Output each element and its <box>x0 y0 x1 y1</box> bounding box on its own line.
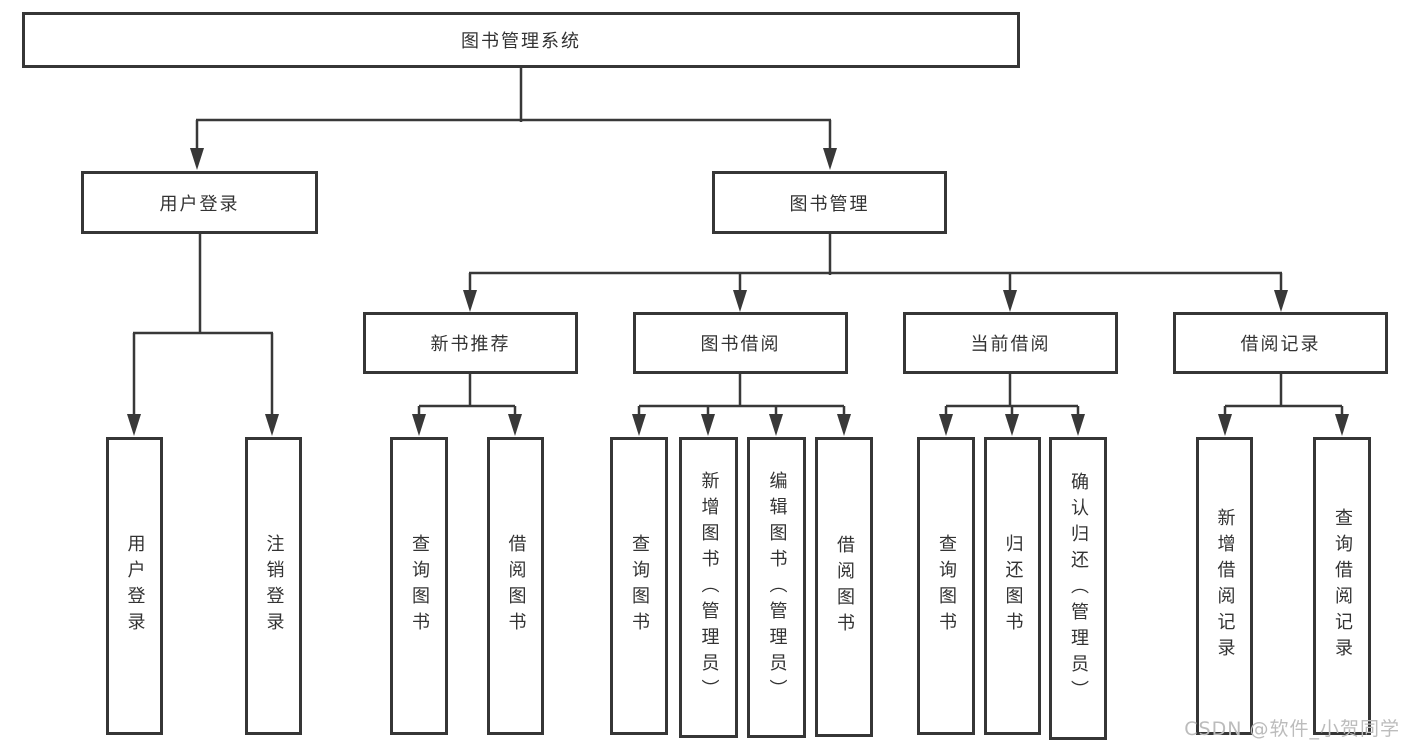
node-root-label: 图书管理系统 <box>461 31 581 52</box>
leaf-label: 编辑图书（管理员） <box>766 470 788 705</box>
arrowhead <box>190 148 204 170</box>
leaf-borrow-books-2: 借阅图书 <box>815 437 873 737</box>
leaf-label: 注销登录 <box>263 534 285 638</box>
csdn-watermark: CSDN @软件_小贺同学 <box>1184 718 1400 740</box>
arrowhead <box>1335 414 1349 436</box>
arrowhead <box>412 414 426 436</box>
arrowhead <box>265 414 279 436</box>
node-book-management-label: 图书管理 <box>789 193 870 215</box>
leaf-label: 查询借阅记录 <box>1332 508 1353 664</box>
leaf-label: 归还图书 <box>1002 534 1024 638</box>
group-label: 新书推荐 <box>430 334 511 355</box>
leaf-return-book: 归还图书 <box>984 437 1041 735</box>
leaf-add-book-admin: 新增图书（管理员） <box>679 437 738 738</box>
arrowhead <box>1274 290 1288 312</box>
leaf-label: 查询图书 <box>936 534 957 638</box>
node-user-login: 用户登录 <box>81 171 318 234</box>
leaf-query-borrow-record: 查询借阅记录 <box>1313 437 1371 735</box>
leaf-query-books-2: 查询图书 <box>610 437 668 735</box>
node-root: 图书管理系统 <box>22 12 1020 68</box>
leaf-label: 借阅图书 <box>505 534 527 638</box>
leaf-query-books-1: 查询图书 <box>390 437 448 735</box>
leaf-label: 查询图书 <box>629 534 650 638</box>
leaf-confirm-return-admin: 确认归还（管理员） <box>1049 437 1107 740</box>
arrowhead <box>127 414 141 436</box>
arrowhead <box>1005 414 1019 436</box>
arrowhead <box>733 290 747 312</box>
leaf-edit-book-admin: 编辑图书（管理员） <box>747 437 806 738</box>
leaf-label: 用户登录 <box>124 534 146 638</box>
node-group-new-book-recommend: 新书推荐 <box>363 312 578 374</box>
arrowhead <box>508 414 522 436</box>
leaf-logout: 注销登录 <box>245 437 302 735</box>
arrowhead <box>701 414 715 436</box>
leaf-query-books-3: 查询图书 <box>917 437 975 735</box>
node-group-current-borrow: 当前借阅 <box>903 312 1118 374</box>
group-label: 当前借阅 <box>970 334 1051 355</box>
leaf-user-login: 用户登录 <box>106 437 163 735</box>
arrowhead <box>1218 414 1232 436</box>
arrowhead <box>939 414 953 436</box>
node-user-login-label: 用户登录 <box>159 193 240 215</box>
arrowhead <box>823 148 837 170</box>
arrowhead <box>1071 414 1085 436</box>
arrowhead <box>1003 290 1017 312</box>
leaf-label: 新增借阅记录 <box>1214 508 1236 664</box>
leaf-add-borrow-record: 新增借阅记录 <box>1196 437 1253 735</box>
leaf-label: 查询图书 <box>409 534 430 638</box>
node-book-management: 图书管理 <box>712 171 947 234</box>
node-group-book-borrow: 图书借阅 <box>633 312 848 374</box>
arrowhead <box>769 414 783 436</box>
arrowhead <box>837 414 851 436</box>
arrowhead <box>463 290 477 312</box>
arrowhead <box>632 414 646 436</box>
group-label: 图书借阅 <box>700 334 781 355</box>
leaf-borrow-books-1: 借阅图书 <box>487 437 544 735</box>
leaf-label: 借阅图书 <box>834 535 855 639</box>
leaf-label: 新增图书（管理员） <box>698 470 720 705</box>
leaf-label: 确认归还（管理员） <box>1068 471 1089 706</box>
group-label: 借阅记录 <box>1240 334 1321 355</box>
node-group-borrow-record: 借阅记录 <box>1173 312 1388 374</box>
